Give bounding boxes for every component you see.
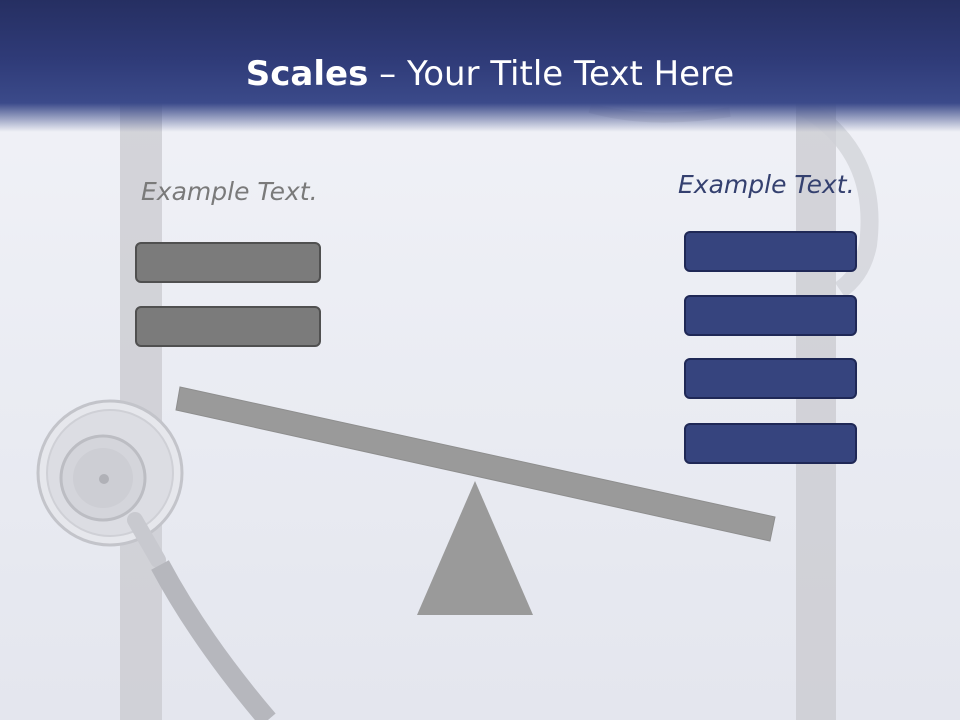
title-bar: Scales – Your Title Text Here xyxy=(0,0,960,132)
scale-beam xyxy=(175,386,776,542)
left-example-text: Example Text. xyxy=(141,177,318,206)
slide-title: Scales – Your Title Text Here xyxy=(0,52,960,96)
right-weight-box-4 xyxy=(684,423,857,464)
right-weight-box-2 xyxy=(684,295,857,336)
right-weight-box-3 xyxy=(684,358,857,399)
left-weight-box-2 xyxy=(135,306,321,347)
title-rest: – Your Title Text Here xyxy=(368,54,735,94)
scale-fulcrum xyxy=(417,481,533,615)
title-bold: Scales xyxy=(245,54,369,94)
right-weight-box-1 xyxy=(684,231,857,272)
left-weight-box-1 xyxy=(135,242,321,283)
right-example-text: Example Text. xyxy=(678,170,855,199)
